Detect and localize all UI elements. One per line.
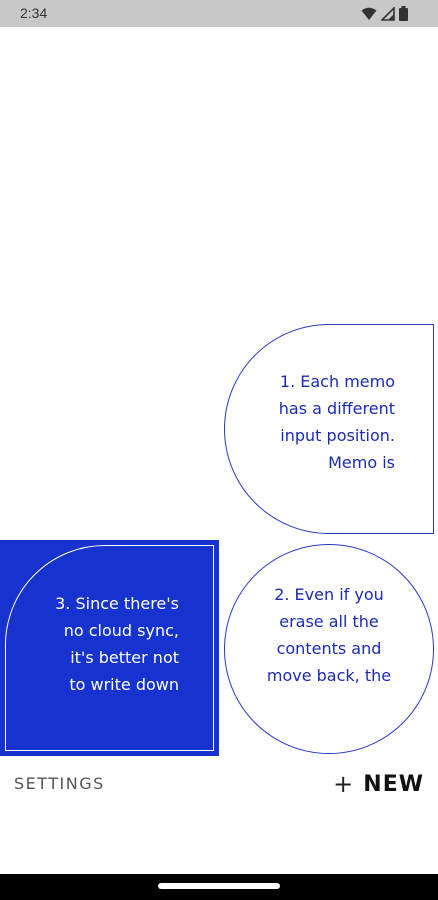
new-memo-button[interactable]: + NEW — [333, 769, 424, 799]
cell-signal-icon — [381, 6, 395, 21]
memo-card-1[interactable]: 1. Each memo has a different input posit… — [224, 324, 434, 534]
navigation-bar — [0, 874, 438, 900]
memo-card-2[interactable]: 2. Even if you erase all the contents an… — [224, 544, 434, 754]
new-label: NEW — [363, 771, 424, 797]
memo-text-2: 2. Even if you erase all the contents an… — [266, 585, 392, 685]
status-time: 2:34 — [20, 5, 48, 21]
memo-text-3: 3. Since there's no cloud sync, it's bet… — [55, 594, 179, 694]
memo-text-1: 1. Each memo has a different input posit… — [278, 372, 395, 472]
plus-icon: + — [333, 770, 354, 798]
settings-button[interactable]: SETTINGS — [14, 774, 105, 793]
wifi-icon — [361, 7, 377, 21]
status-bar: 2:34 — [0, 0, 438, 27]
memo-card-3-frame — [5, 545, 214, 751]
memo-card-3[interactable]: 3. Since there's no cloud sync, it's bet… — [0, 540, 219, 756]
home-handle[interactable] — [158, 883, 280, 889]
battery-icon — [399, 6, 408, 21]
status-icons — [361, 6, 408, 21]
